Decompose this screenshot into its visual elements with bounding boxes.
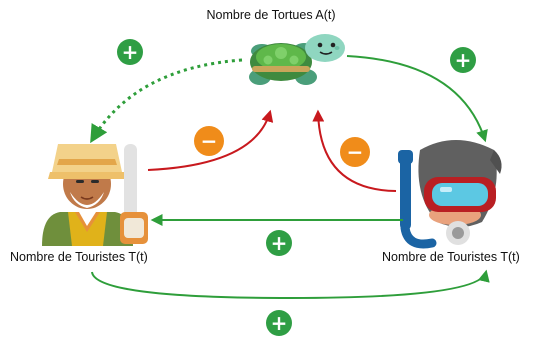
svg-text:−: − — [347, 140, 364, 164]
svg-text:+: + — [122, 40, 139, 64]
svg-text:+: + — [271, 231, 288, 255]
tourist-count-label-right: Nombre de Touristes T(t) — [382, 250, 520, 264]
minus-badge-left: − — [194, 126, 224, 156]
svg-text:+: + — [271, 311, 288, 335]
tourist-count-label-left: Nombre de Touristes T(t) — [10, 250, 148, 264]
snorkeler-icon — [398, 140, 502, 249]
svg-text:−: − — [201, 129, 218, 153]
turtle-icon — [249, 34, 345, 85]
minus-badge-right: − — [340, 137, 370, 167]
plus-badge-top-left: + — [117, 39, 143, 65]
arrow-turtles-to-tourists-dotted — [90, 58, 243, 144]
arrow-snorkeler-to-turtles-negative — [312, 109, 397, 192]
arrow-tourist-to-snorkeler-bottom — [91, 269, 490, 300]
plus-badge-bottom: + — [266, 310, 292, 336]
svg-text:+: + — [455, 48, 472, 72]
arrow-turtles-to-snorkeler — [346, 55, 488, 143]
plus-badge-middle: + — [266, 230, 292, 256]
arrow-tourist-to-turtles-negative — [147, 109, 274, 171]
plus-badge-top-right: + — [450, 47, 476, 73]
turtle-count-label: Nombre de Tortues A(t) — [206, 8, 336, 22]
tourist-hat-icon — [34, 144, 160, 246]
